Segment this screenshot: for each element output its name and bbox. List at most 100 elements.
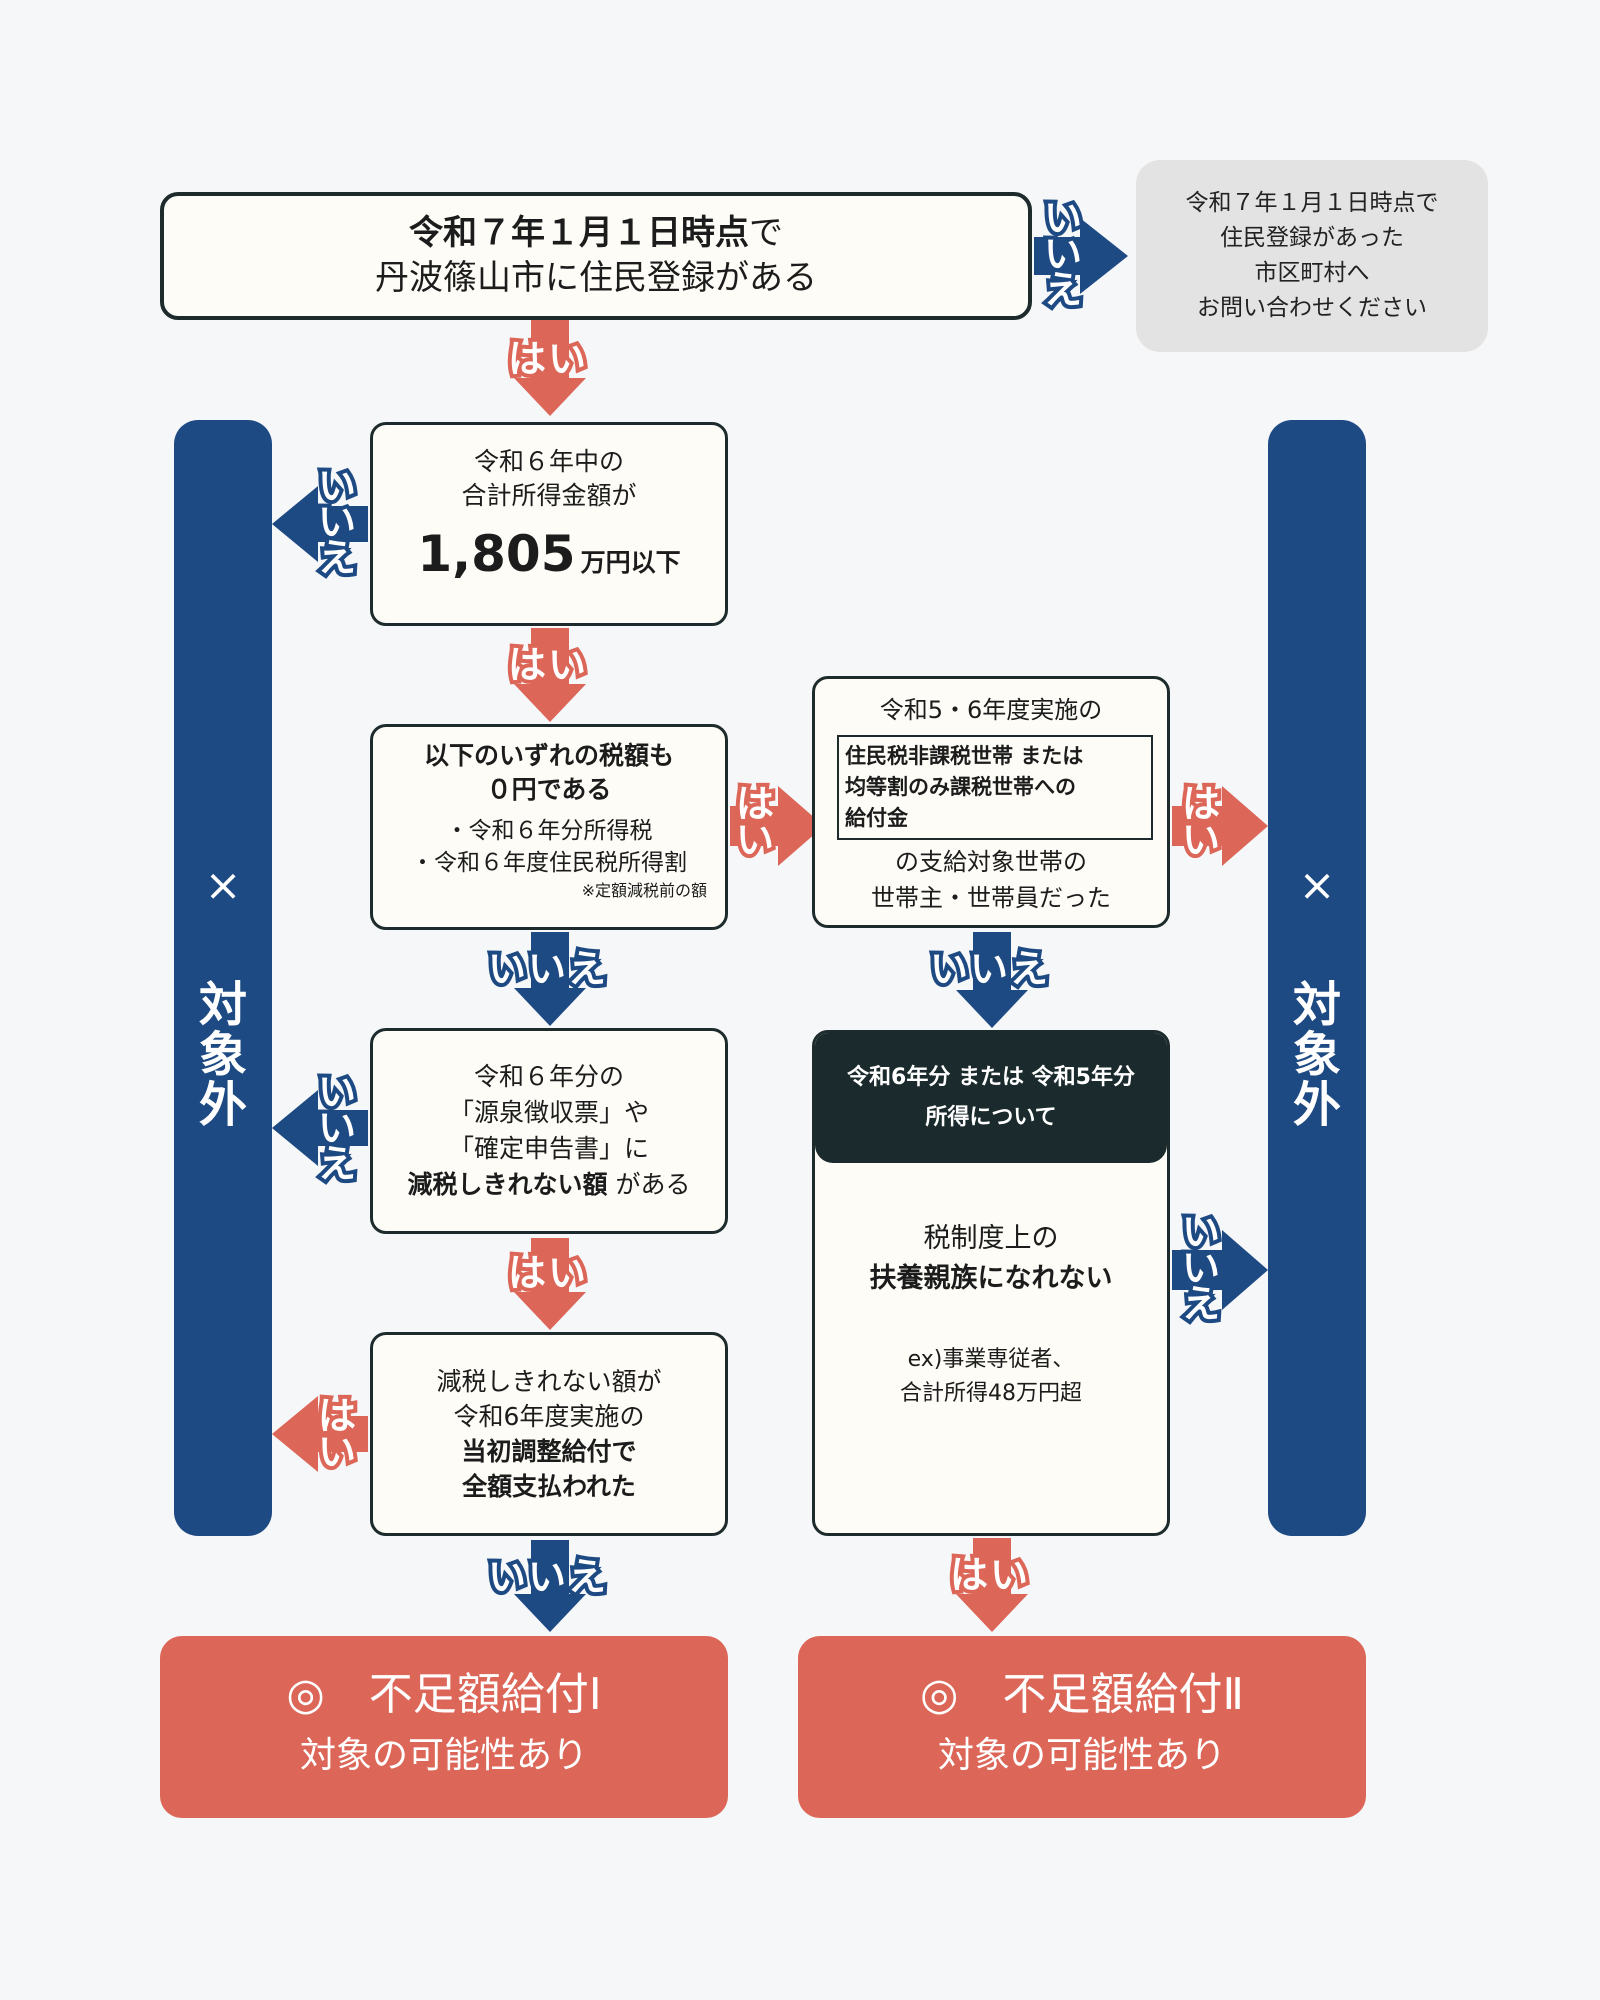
q2-amount: 1,805 xyxy=(417,525,576,583)
excluded-char: 象 xyxy=(198,1027,247,1083)
excluded-char: 対 xyxy=(198,977,247,1033)
label-char: い xyxy=(1178,817,1224,863)
q4-bold: 減税しきれない額 xyxy=(407,1170,608,1199)
q6-line1: 令和5・6年度実施の xyxy=(879,696,1103,724)
yes-label: はい xyxy=(504,1247,590,1299)
q2-line1: 令和６年中の xyxy=(473,447,624,476)
arrow-left-yes-1 xyxy=(272,1396,368,1472)
q6-frame2: 均等割のみ課税世帯への xyxy=(845,775,1076,799)
q6-line3: 世帯主・世帯員だった xyxy=(871,884,1111,912)
label-char: い xyxy=(314,1105,360,1151)
q4-suffix: がある xyxy=(607,1170,691,1199)
redirect-line-1: 令和７年１月１日時点で xyxy=(1185,190,1439,216)
q7-header1: 令和6年分 または 令和5年分 xyxy=(847,1065,1135,1090)
label-char: い xyxy=(314,1069,360,1115)
label-char: い xyxy=(1040,195,1086,241)
question-unreduced-amount: 令和６年分の 「源泉徴収票」や 「確定申告書」に 減税しきれない額 がある xyxy=(370,1028,728,1234)
q2-unit: 万円以下 xyxy=(580,548,681,577)
q6-frame3: 給付金 xyxy=(845,806,908,830)
redirect-line-4: お問い合わせください xyxy=(1197,295,1427,321)
q3-note: ※定額減税前の額 xyxy=(581,881,707,900)
question-past-benefit: 令和5・6年度実施の 住民税非課税世帯 または 均等割のみ課税世帯への 給付金 … xyxy=(812,676,1170,928)
label-char: い xyxy=(732,817,778,863)
q1-suffix: で xyxy=(749,213,783,253)
label-char: え xyxy=(1040,267,1086,313)
redirect-box: 令和７年１月１日時点で 住民登録があった 市区町村へ お問い合わせください xyxy=(1136,160,1488,352)
question-residence: 令和７年１月１日時点で 丹波篠山市に住民登録がある xyxy=(160,192,1032,320)
q7-header2: 所得について xyxy=(925,1105,1057,1130)
label-char: い xyxy=(1178,1245,1224,1291)
result-shortfall-2: ◎ 不足額給付Ⅱ 対象の可能性あり xyxy=(798,1636,1366,1818)
label-char: は xyxy=(732,781,778,827)
q4-line2: 「源泉徴収票」や xyxy=(448,1098,649,1127)
arrow-right-yes-1 xyxy=(730,786,824,866)
redirect-line-3: 市区町村へ xyxy=(1254,260,1370,286)
excluded-char: 象 xyxy=(1292,1027,1341,1083)
q1-bold: 令和７年１月１日時点 xyxy=(409,213,749,253)
q3-item2: ・令和６年度住民税所得割 xyxy=(411,850,687,876)
question-dependent: 令和6年分 または 令和5年分 所得について 税制度上の 扶養親族になれない e… xyxy=(812,1030,1170,1536)
label-char: い xyxy=(314,499,360,545)
yes-label-vertical: はい xyxy=(732,781,778,863)
result-2-sub: 対象の可能性あり xyxy=(937,1735,1226,1776)
q7-ex1: ex)事業専従者、 xyxy=(907,1347,1075,1372)
arrow-down-yes-1 xyxy=(514,320,586,416)
q7-bold: 扶養親族になれない xyxy=(869,1263,1113,1294)
q5-bold2: 全額支払われた xyxy=(462,1472,636,1501)
label-char: え xyxy=(314,1141,360,1187)
label-char: い xyxy=(314,463,360,509)
excluded-char: 外 xyxy=(1292,1077,1341,1133)
no-label-vertical: いいえ xyxy=(314,463,360,581)
label-char: え xyxy=(1178,1281,1224,1327)
result-shortfall-1: ◎ 不足額給付Ⅰ 対象の可能性あり xyxy=(160,1636,728,1818)
label-char: い xyxy=(1178,1209,1224,1255)
arrow-right-no-top xyxy=(1034,218,1128,294)
q6-highlight-frame: 住民税非課税世帯 または 均等割のみ課税世帯への 給付金 xyxy=(837,735,1153,840)
q7-line1: 税制度上の xyxy=(923,1223,1059,1254)
no-label-vertical: いいえ xyxy=(1178,1209,1224,1327)
q5-line2: 令和6年度実施の xyxy=(453,1402,645,1431)
yes-label-vertical: はい xyxy=(314,1393,360,1475)
arrow-down-no-2 xyxy=(956,932,1028,1028)
q4-line1: 令和６年分の xyxy=(473,1062,624,1091)
arrow-right-yes-2 xyxy=(1172,786,1268,866)
arrow-left-no-2 xyxy=(272,1090,368,1166)
arrow-left-no-1 xyxy=(272,486,368,562)
q3-title1: 以下のいずれの税額も xyxy=(423,741,674,770)
q5-line1: 減税しきれない額が xyxy=(436,1367,662,1396)
excluded-mark-left: × xyxy=(204,860,242,911)
q3-item1: ・令和６年分所得税 xyxy=(445,818,653,844)
label-char: は xyxy=(1178,781,1224,827)
arrow-down-no-1 xyxy=(514,932,586,1026)
excluded-text-right: 対 象 外 xyxy=(1268,980,1366,1130)
no-label-vertical: いいえ xyxy=(314,1069,360,1187)
yes-label: はい xyxy=(504,639,590,691)
q3-title2: ０円である xyxy=(486,775,612,804)
excluded-mark-right: × xyxy=(1298,860,1336,911)
q1-line2: 丹波篠山市に住民登録がある xyxy=(375,258,817,298)
arrow-down-no-3 xyxy=(514,1540,586,1632)
question-income: 令和６年中の 合計所得金額が 1,805 万円以下 xyxy=(370,422,728,626)
q6-frame1: 住民税非課税世帯 または xyxy=(845,744,1084,768)
no-label-vertical: いいえ xyxy=(1040,195,1086,313)
arrow-down-yes-4 xyxy=(956,1538,1028,1632)
excluded-char: 外 xyxy=(198,1077,247,1133)
no-label: いいえ xyxy=(484,943,610,995)
yes-label-vertical: はい xyxy=(1178,781,1224,863)
q6-line2: の支給対象世帯の xyxy=(895,848,1087,876)
question-tax-zero: 以下のいずれの税額も ０円である ・令和６年分所得税 ・令和６年度住民税所得割 … xyxy=(370,724,728,930)
label-char: い xyxy=(1040,231,1086,277)
result-1-title: ◎ 不足額給付Ⅰ xyxy=(286,1669,602,1720)
label-char: は xyxy=(314,1393,360,1439)
q4-line3: 「確定申告書」に xyxy=(448,1134,649,1163)
yes-label: はい xyxy=(504,333,590,385)
result-2-title: ◎ 不足額給付Ⅱ xyxy=(919,1669,1245,1720)
result-1-sub: 対象の可能性あり xyxy=(299,1735,588,1776)
excluded-char: 対 xyxy=(1292,977,1341,1033)
q2-line2: 合計所得金額が xyxy=(461,481,637,510)
q5-bold1: 当初調整給付で xyxy=(461,1437,637,1466)
no-label: いいえ xyxy=(926,943,1052,995)
q7-header: 令和6年分 または 令和5年分 所得について xyxy=(815,1033,1167,1163)
arrow-down-yes-3 xyxy=(514,1238,586,1330)
